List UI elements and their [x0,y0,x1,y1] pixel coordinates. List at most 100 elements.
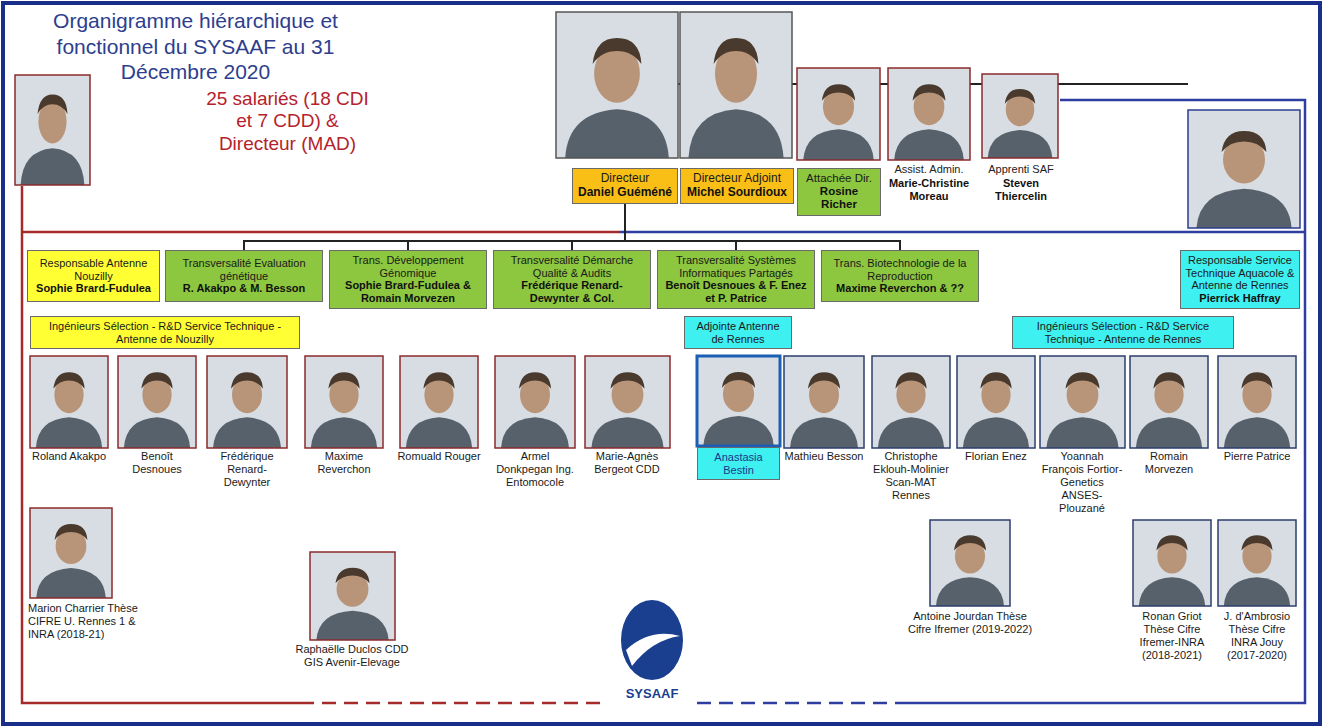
photo-image [982,74,1058,158]
photo-image [30,508,112,598]
photo [888,68,970,160]
photo-frame [1218,356,1296,448]
photo [797,68,880,160]
photo-image [400,356,478,448]
box-heading: Anastasia Bestin [702,451,775,476]
photo [1130,356,1208,448]
box-name: Pierrick Haffray [1185,292,1295,305]
photo-frame [930,520,1010,606]
box-heading: Responsable Antenne Nouzilly [32,257,155,282]
transversal-box: Transversalité Démarche Qualité & Audits… [493,250,651,309]
photo-frame [697,356,780,446]
photo-image [697,356,780,446]
box-heading: Directeur Adjoint [685,172,789,186]
person-name: Christophe Eklouh-Molinier Scan-MAT Renn… [869,450,953,502]
photo-frame [400,356,478,448]
photo [118,356,196,448]
photo-frame [888,68,970,160]
photo-image [872,356,950,448]
photo [680,12,792,158]
box-name: Michel Sourdioux [685,186,789,200]
photo [1040,356,1125,448]
photo-image [680,12,792,158]
person-name: Romuald Rouger [397,450,481,463]
photo-frame [1218,520,1296,606]
photo-frame [495,356,575,448]
photo [310,552,395,640]
photo [305,356,383,448]
box-heading: Attachée Dir. [802,172,876,185]
logo-egg [621,600,683,680]
photo-image [930,520,1010,606]
photo-image [556,12,678,158]
photo [982,74,1058,158]
photo-frame [1040,356,1125,448]
person-name: Steven Thiercelin [980,177,1062,203]
photo-image [118,356,196,448]
photo-frame [310,552,395,640]
photo [556,12,678,158]
photo-frame [305,356,383,448]
photo-image [1218,356,1296,448]
photo-image [1218,520,1296,606]
photo [30,508,112,598]
transversal-box: Transversalité Evaluation génétiqueR. Ak… [165,250,323,302]
photo-image [15,75,90,185]
rennes-dash [697,702,900,705]
person-name: Marie-Agnès Bergeot CDD [585,450,669,476]
photo-frame [207,356,287,448]
photo [495,356,575,448]
person-name: Marie-Christine Moreau [882,177,976,203]
photo-frame [1133,520,1211,606]
photo [30,356,108,448]
photo-image [784,356,864,448]
photo-image [1133,520,1211,606]
rennes-line [620,100,1305,703]
sysaaf-logo [621,600,683,680]
person-name: Roland Akakpo [27,450,111,463]
photo [1188,110,1300,228]
box-name: Maxime Reverchon & ?? [826,282,974,295]
photo-frame [1188,110,1300,228]
transversal-box: Trans. Biotechnologie de la Reproduction… [821,250,979,302]
photo-frame [118,356,196,448]
photo-frame [872,356,950,448]
photo-frame [784,356,864,448]
person-name: Frédérique Renard-Dewynter [205,450,289,489]
box-heading: Adjointe Antenne de Rennes [689,320,787,345]
person-name: Yoannah François Fortior-Genetics ANSES-… [1040,450,1124,515]
box-name: Daniel Guéméné [577,186,673,200]
photo-frame [30,508,112,598]
box-heading: Ingénieurs Sélection - R&D Service Techn… [1017,320,1229,345]
photo [1218,356,1296,448]
photo [697,356,780,446]
box-name: Sophie Brard-Fudulea [32,282,155,295]
photo [872,356,950,448]
box-heading: Transversalité Evaluation génétique [170,257,318,282]
photo-image [1040,356,1125,448]
team-band: Adjointe Antenne de Rennes [684,316,792,349]
box-heading: Directeur [577,172,673,186]
box-name: R. Akakpo & M. Besson [170,282,318,295]
role-label: Apprenti SAF [980,163,1062,176]
photo-image [797,68,880,160]
photo-image [1188,110,1300,228]
box-heading: Ingénieurs Sélection - R&D Service Techn… [35,320,295,345]
photo-frame [585,356,670,448]
role-label: Assist. Admin. [882,163,976,176]
photo-frame [680,12,792,158]
photo-image [207,356,287,448]
photo [1133,520,1211,606]
manager-box: Responsable Service Technique Aquacole &… [1180,250,1300,309]
person-name: Ronan Griot Thèse Cifre Ifremer-INRA (20… [1131,610,1213,662]
assistant-box: Attachée Dir.Rosine Richer [797,168,881,216]
box-heading: Transversalité Démarche Qualité & Audits [498,254,646,279]
box-heading: Trans. Biotechnologie de la Reproduction [826,257,974,282]
photo-image [310,552,395,640]
photo-frame [30,356,108,448]
box-heading: Responsable Service Technique Aquacole &… [1185,254,1295,292]
person-name: Florian Enez [954,450,1038,463]
photo-frame [556,12,678,158]
nouzilly-dash [300,702,608,705]
